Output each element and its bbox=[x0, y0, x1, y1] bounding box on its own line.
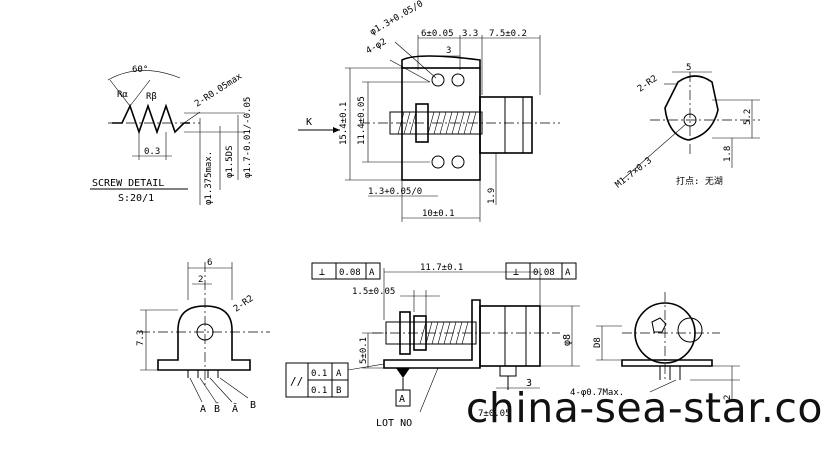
dim-half-spacing: 3 bbox=[446, 46, 451, 56]
datum-label: A bbox=[399, 394, 405, 405]
side-diameter: φ8 bbox=[562, 334, 573, 346]
end-view: D8 4-φ0.7Max. 2 bbox=[570, 292, 740, 402]
dim-hole-pitch: 11.4±0.05 bbox=[357, 96, 367, 145]
end-pins: 4-φ0.7Max. bbox=[570, 388, 624, 398]
side-step: 1.5±0.05 bbox=[352, 287, 395, 297]
par-ref-2: B bbox=[336, 386, 341, 396]
dim-bracket-width: 10±0.1 bbox=[422, 209, 455, 219]
dim-offset: 1.9 bbox=[487, 188, 497, 204]
pitch-diameter: φ1.5DS bbox=[225, 145, 235, 178]
screw-detail: 60° Rα Rβ 2-R0.05max 0.3 φ1.375max. φ1.5… bbox=[90, 65, 253, 205]
hole-count: 4-φ2 bbox=[365, 37, 389, 57]
dim-flange: 3.3 bbox=[462, 29, 478, 39]
k-height: 5.2 bbox=[743, 109, 753, 125]
end-height: D8 bbox=[593, 337, 603, 348]
flank-a: Rα bbox=[117, 90, 128, 100]
side-length: 11.7±0.1 bbox=[420, 263, 463, 273]
screw-detail-scale: S:20/1 bbox=[118, 193, 154, 204]
k-offset: 1.8 bbox=[723, 146, 733, 162]
side-height: 5±0.1 bbox=[359, 337, 369, 364]
bracket-width: 6 bbox=[207, 258, 212, 268]
dim-overall-height: 15.4±0.1 bbox=[339, 102, 349, 145]
tol-right-value: 0.08 bbox=[533, 268, 555, 278]
minor-diameter: φ1.375max. bbox=[204, 151, 214, 205]
lot-label: LOT NO bbox=[376, 418, 412, 429]
dim-hole-spacing: 6±0.05 bbox=[421, 29, 454, 39]
pin-label-2: B̄ bbox=[214, 402, 220, 415]
small-hole-dia: φ1.3+0.05/0 bbox=[369, 0, 426, 38]
side-view: ⊥ 0.08 A ⊥ 0.08 A 11.7±0.1 1.5±0.05 5±0.… bbox=[285, 262, 580, 429]
k-view: 5 2-R2 M1.7×0.3 5.2 1.8 打点: 无湖 bbox=[614, 63, 760, 190]
par-tol-2: 0.1 bbox=[311, 386, 327, 396]
dim-flange-thickness: 1.3+0.05/0 bbox=[368, 187, 422, 197]
par-symbol: // bbox=[290, 375, 303, 388]
pin-label-1: A bbox=[200, 404, 206, 415]
front-view: 6±0.05 3.3 7.5±0.2 3 φ1.3+0.05/0 4-φ2 K … bbox=[298, 0, 560, 222]
end-pin-length: 2 bbox=[723, 395, 733, 400]
pin-label-4: B bbox=[250, 400, 256, 411]
bracket-height: 7.3 bbox=[136, 330, 146, 346]
bracket-view: 6 2 2-R2 7.3 A B̄ Ā B bbox=[136, 258, 270, 415]
screw-detail-title: SCREW DETAIL bbox=[92, 178, 164, 189]
tol-left-symbol: ⊥ bbox=[319, 267, 325, 278]
side-pin-length: 3 bbox=[526, 378, 532, 389]
tol-right-symbol: ⊥ bbox=[513, 267, 519, 278]
bracket-radius: 2-R2 bbox=[232, 294, 256, 315]
dim-motor-length: 7.5±0.2 bbox=[489, 29, 527, 39]
thread-pitch: 0.3 bbox=[144, 147, 160, 157]
tol-left-value: 0.08 bbox=[339, 268, 361, 278]
k-width: 5 bbox=[686, 63, 691, 73]
tol-left-datum: A bbox=[369, 268, 375, 278]
k-note: 打点: 无湖 bbox=[676, 175, 723, 187]
tol-right-datum: A bbox=[565, 268, 571, 278]
k-thread: M1.7×0.3 bbox=[614, 156, 654, 191]
flank-b: Rβ bbox=[146, 92, 157, 102]
par-ref-1: A bbox=[336, 369, 342, 379]
k-radius: 2-R2 bbox=[636, 74, 660, 95]
par-tol-1: 0.1 bbox=[311, 369, 327, 379]
pin-label-3: Ā bbox=[232, 402, 238, 415]
view-k-arrow: K bbox=[306, 117, 312, 128]
bracket-half: 2 bbox=[198, 275, 203, 285]
watermark-text: china-sea-star.co bbox=[465, 384, 823, 432]
thread-angle: 60° bbox=[132, 65, 148, 75]
side-span: 7±0.05 bbox=[478, 409, 511, 419]
root-radius: 2-R0.05max bbox=[193, 71, 244, 109]
major-diameter: φ1.7-0.01/-0.05 bbox=[243, 97, 253, 178]
